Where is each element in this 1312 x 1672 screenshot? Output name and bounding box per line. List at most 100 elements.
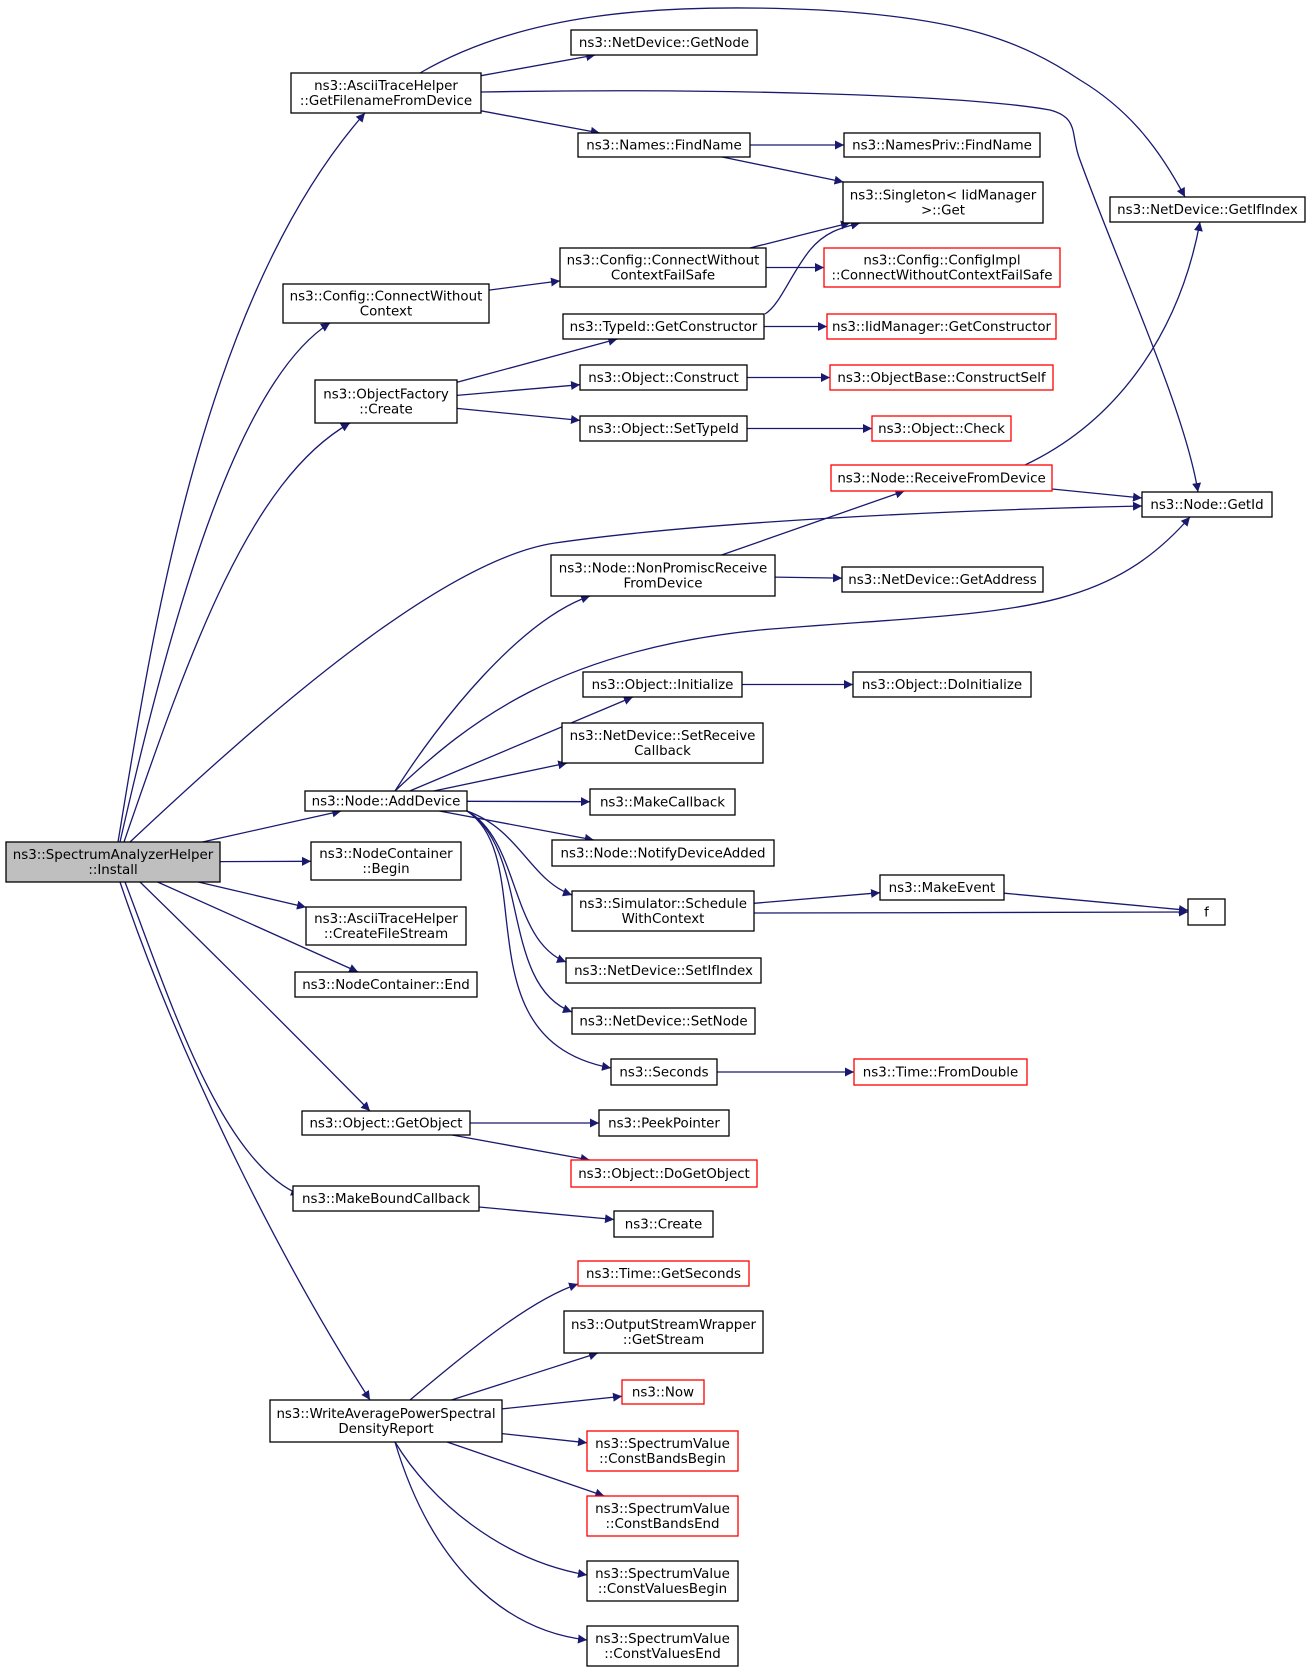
node-time_fromdouble[interactable]: ns3::Time::FromDouble	[853, 1058, 1028, 1086]
node-objectfactory_create[interactable]: ns3::ObjectFactory::Create	[314, 379, 458, 424]
node-f[interactable]: f	[1187, 898, 1226, 926]
edge-ascii_getfilename-to-netdevice_getifindex	[419, 7, 1186, 198]
node-object_doinitialize[interactable]: ns3::Object::DoInitialize	[852, 671, 1032, 698]
node-singleton_get[interactable]: ns3::Singleton< IidManager>::Get	[842, 181, 1044, 224]
node-create[interactable]: ns3::Create	[613, 1210, 714, 1238]
edge-root-to-writeavgpsd	[119, 881, 371, 1401]
node-box	[843, 132, 1041, 158]
node-label: ns3::OutputStreamWrapper	[571, 1318, 757, 1333]
node-ascii_getfilename[interactable]: ns3::AsciiTraceHelper::GetFilenameFromDe…	[290, 72, 482, 114]
node-makeevent[interactable]: ns3::MakeEvent	[879, 874, 1005, 901]
node-label: ::CreateFileStream	[324, 927, 448, 942]
node-box	[570, 1159, 758, 1188]
node-netdevice_setnode[interactable]: ns3::NetDevice::SetNode	[571, 1007, 756, 1035]
node-box	[871, 415, 1012, 442]
edge-writeavgpsd-to-constvaluesend	[394, 1441, 588, 1644]
node-writeavgpsd[interactable]: ns3::WriteAveragePowerSpectralDensityRep…	[269, 1399, 503, 1443]
node-box	[301, 1110, 471, 1136]
node-box	[579, 415, 748, 442]
edge-ascii_getfilename-to-netdevice_getnode	[480, 52, 596, 77]
node-label: ns3::SpectrumValue	[595, 1632, 730, 1647]
node-netdevice_getaddress[interactable]: ns3::NetDevice::GetAddress	[841, 566, 1044, 593]
node-root[interactable]: ns3::SpectrumAnalyzerHelper::Install	[5, 841, 221, 883]
node-object_check[interactable]: ns3::Object::Check	[871, 415, 1012, 442]
node-makeboundcallback[interactable]: ns3::MakeBoundCallback	[292, 1185, 480, 1212]
node-label: ns3::MakeBoundCallback	[302, 1192, 470, 1207]
node-box	[310, 841, 462, 881]
node-makecallback[interactable]: ns3::MakeCallback	[589, 788, 736, 816]
edge-objectfactory_create-to-object_settypeid	[456, 407, 581, 425]
node-label: ::Install	[88, 863, 137, 878]
node-label: ContextFailSafe	[611, 269, 715, 284]
node-netdevice_getnode[interactable]: ns3::NetDevice::GetNode	[570, 29, 758, 56]
node-node_receivefromdevice[interactable]: ns3::Node::ReceiveFromDevice	[830, 464, 1053, 492]
node-object_construct[interactable]: ns3::Object::Construct	[579, 364, 748, 391]
edge-node_adddevice-to-node_nonpromisc	[394, 594, 591, 792]
node-label: ns3::Time::GetSeconds	[586, 1267, 741, 1282]
node-node_getid[interactable]: ns3::Node::GetId	[1141, 491, 1273, 518]
edge-writeavgpsd-to-time_getseconds	[409, 1282, 579, 1401]
node-typeid_getconstructor[interactable]: ns3::TypeId::GetConstructor	[562, 313, 765, 340]
edge-root-to-object_getobject	[139, 881, 371, 1112]
node-box	[550, 554, 776, 597]
node-label: ns3::Config::ConnectWithout	[567, 254, 760, 269]
node-config_connectwithoutfailsafe[interactable]: ns3::Config::ConnectWithoutContextFailSa…	[559, 247, 767, 288]
node-box	[269, 1399, 503, 1443]
edge-typeid_getconstructor-to-singleton_get	[764, 220, 861, 315]
node-node_notifydeviceadded[interactable]: ns3::Node::NotifyDeviceAdded	[551, 839, 775, 867]
node-box	[5, 841, 221, 883]
node-netdevice_setifindex[interactable]: ns3::NetDevice::SetIfIndex	[565, 957, 762, 984]
node-box	[586, 1495, 739, 1537]
edge-writeavgpsd-to-constvaluesbegin	[394, 1441, 588, 1578]
edge-writeavgpsd-to-constbandsend	[446, 1441, 605, 1498]
node-outputstreamwrapper_getstream[interactable]: ns3::OutputStreamWrapper::GetStream	[563, 1310, 764, 1354]
node-seconds[interactable]: ns3::Seconds	[610, 1058, 718, 1086]
node-nodecontainer_begin[interactable]: ns3::NodeContainer::Begin	[310, 841, 462, 881]
node-iidmanager_getconstructor[interactable]: ns3::IidManager::GetConstructor	[826, 313, 1057, 340]
edge-config_connectwithoutfailsafe-to-singleton_get	[749, 220, 851, 249]
node-object_settypeid[interactable]: ns3::Object::SetTypeId	[579, 415, 748, 442]
node-nodecontainer_end[interactable]: ns3::NodeContainer::End	[294, 971, 478, 998]
node-objectbase_constructself[interactable]: ns3::ObjectBase::ConstructSelf	[829, 364, 1054, 391]
node-label: ns3::MakeEvent	[889, 881, 996, 896]
node-time_getseconds[interactable]: ns3::Time::GetSeconds	[577, 1260, 750, 1287]
node-box	[305, 906, 467, 946]
node-label: ns3::Singleton< IidManager	[850, 189, 1037, 204]
node-netdevice_getifindex[interactable]: ns3::NetDevice::GetIfIndex	[1109, 196, 1306, 223]
edge-node_adddevice-to-node_getid	[394, 516, 1191, 792]
node-config_connectwithout[interactable]: ns3::Config::ConnectWithoutContext	[282, 283, 490, 324]
node-label: ns3::Config::ConnectWithout	[290, 290, 483, 305]
node-namespriv_findname[interactable]: ns3::NamesPriv::FindName	[843, 132, 1041, 158]
node-label: FromDevice	[624, 577, 703, 592]
node-box	[579, 364, 748, 391]
node-label: ns3::SpectrumValue	[595, 1567, 730, 1582]
edge-objectfactory_create-to-object_construct	[456, 380, 581, 397]
node-peekpointer[interactable]: ns3::PeekPointer	[598, 1109, 730, 1137]
node-constvaluesbegin[interactable]: ns3::SpectrumValue::ConstValuesBegin	[586, 1560, 739, 1602]
node-ascii_createfilestream[interactable]: ns3::AsciiTraceHelper::CreateFileStream	[305, 906, 467, 946]
node-configimpl_connect[interactable]: ns3::Config::ConfigImpl::ConnectWithoutC…	[823, 247, 1061, 288]
node-label: ns3::NetDevice::SetIfIndex	[574, 964, 753, 979]
node-constvaluesend[interactable]: ns3::SpectrumValue::ConstValuesEnd	[586, 1625, 739, 1667]
node-label: ::GetFilenameFromDevice	[300, 94, 472, 109]
node-label: ::GetStream	[623, 1333, 704, 1348]
node-label: ::ConnectWithoutContextFailSafe	[832, 269, 1053, 284]
node-label: ns3::Object::Initialize	[592, 678, 734, 693]
node-label: DensityReport	[338, 1422, 433, 1437]
node-object_initialize[interactable]: ns3::Object::Initialize	[582, 671, 743, 698]
edge-root-to-node_getid	[129, 501, 1143, 843]
node-names_findname[interactable]: ns3::Names::FindName	[577, 132, 751, 158]
node-object_dogetobject[interactable]: ns3::Object::DoGetObject	[570, 1159, 758, 1188]
node-object_getobject[interactable]: ns3::Object::GetObject	[301, 1110, 471, 1136]
node-constbandsend[interactable]: ns3::SpectrumValue::ConstBandsEnd	[586, 1495, 739, 1537]
node-box	[826, 313, 1057, 340]
node-constbandsbegin[interactable]: ns3::SpectrumValue::ConstBandsBegin	[586, 1430, 739, 1472]
node-label: Callback	[634, 744, 691, 759]
edge-simulator_schedulewithcontext-to-makeevent	[753, 888, 881, 904]
node-now[interactable]: ns3::Now	[621, 1379, 705, 1405]
node-node_adddevice[interactable]: ns3::Node::AddDevice	[304, 790, 468, 812]
